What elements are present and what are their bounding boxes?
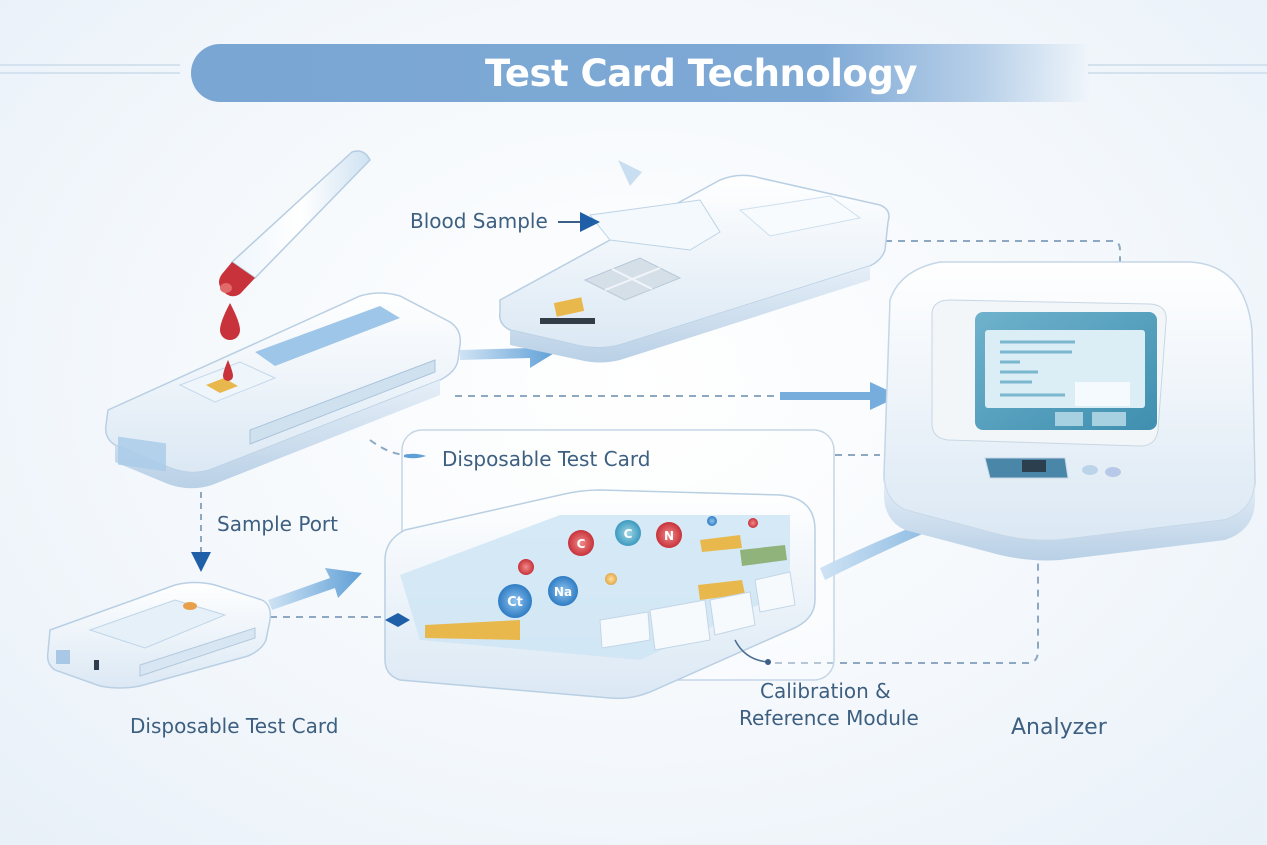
calibration-pointer-dot [765,659,771,665]
cartridge-device [498,160,890,363]
left-decoration-lines [0,64,180,82]
dashed-line-calibration-to-analyzer [775,540,1039,664]
ion-label: Ct [507,595,523,610]
title-banner: Test Card Technology [191,44,1091,102]
page-title: Test Card Technology [485,51,917,95]
connector-lines [270,240,1121,664]
ion-label: N [664,529,674,543]
label-analyzer: Analyzer [1011,715,1107,740]
ion-ball-c-red [568,530,594,556]
label-calibration-line1: Calibration & [760,679,891,703]
analyzer-device [883,261,1256,561]
dashed-line-cartridge-to-analyzer [885,240,1121,268]
label-blood-sample: Blood Sample [410,209,548,233]
dashed-line-reader-to-card-label [369,439,409,456]
ion-ball-ct [498,584,532,618]
card-label-marker-icon [404,453,426,459]
ion-ball-gold [605,573,617,585]
label-disposable-test-card-center: Disposable Test Card [442,447,651,471]
label-disposable-test-card-bottom: Disposable Test Card [130,714,339,738]
inlet-diamond-icon [385,613,410,627]
disposable-test-card-cutaway [384,489,816,700]
ion-ball-small-blue [707,516,717,526]
ion-label: Na [554,585,572,599]
calibration-pointer-line [734,639,769,663]
handheld-reader [104,292,462,489]
pipette-icon [219,150,371,297]
ion-ball-n [656,522,682,548]
ion-label: C [577,537,586,551]
small-disposable-card [46,581,272,689]
ion-label: C [624,527,633,541]
ion-ball-small-pink [748,518,758,528]
arrow-small-card-to-card [268,568,362,610]
arrow-to-analyzer [780,382,900,410]
right-decoration-lines [1088,64,1267,82]
blood-drop-icon [220,303,240,340]
label-sample-port: Sample Port [217,512,338,536]
ion-ball-c-teal [615,520,641,546]
ion-ball-na [548,576,578,606]
ion-particles: C C N Na Ct [498,516,758,618]
label-calibration-line2: Reference Module [739,706,919,730]
ion-ball-small-red [518,559,534,575]
